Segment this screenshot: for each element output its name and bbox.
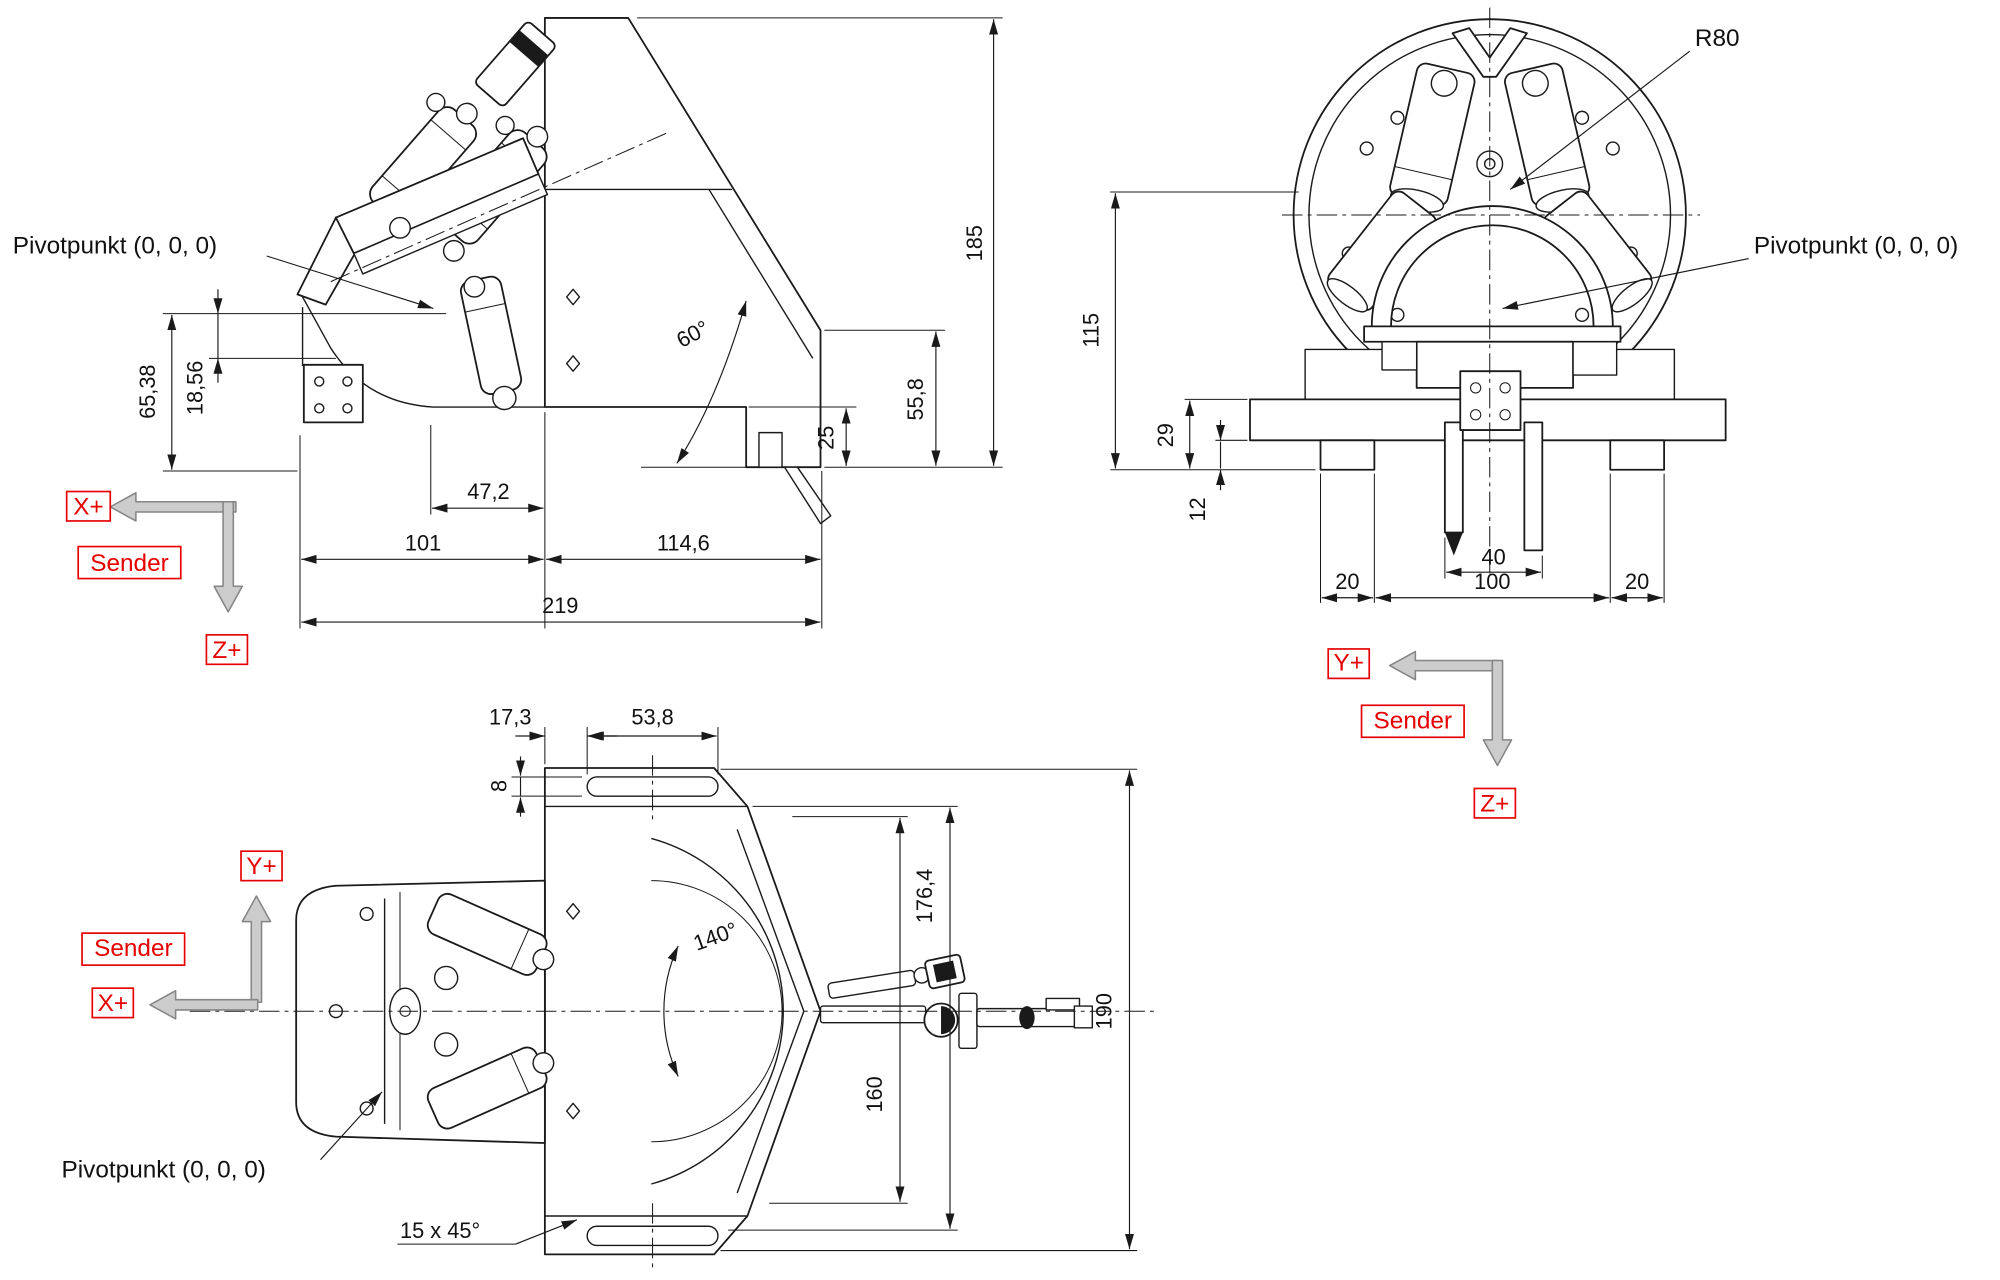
side-pivot-label: Pivotpunkt (0, 0, 0) bbox=[13, 232, 217, 259]
sender-label: Sender bbox=[94, 935, 173, 962]
dim-100: 100 bbox=[1474, 569, 1510, 594]
front-view-axes: Y+ Sender Z+ bbox=[1327, 648, 1517, 819]
sender-label: Sender bbox=[1374, 707, 1453, 734]
dim-176-4: 176,4 bbox=[912, 869, 937, 923]
y-axis-label: Y+ bbox=[1333, 650, 1363, 677]
dim-55-8: 55,8 bbox=[903, 378, 928, 420]
front-view-body bbox=[1249, 7, 1727, 574]
top-pivot-label: Pivotpunkt (0, 0, 0) bbox=[62, 1157, 266, 1184]
dim-101: 101 bbox=[405, 530, 441, 555]
dim-18-56: 18,56 bbox=[183, 361, 208, 415]
y-axis-box bbox=[1327, 648, 1371, 680]
top-view-dimensions: 17,3 53,8 8 140° 176,4 160 190 15 x 45° bbox=[397, 704, 1138, 1252]
side-view: 185 55,8 25 65,38 18,56 60° 47,2 101 114… bbox=[13, 17, 1003, 666]
x-axis-arrow-icon bbox=[109, 492, 237, 522]
y-axis-box bbox=[240, 850, 283, 882]
z-axis-label: Z+ bbox=[212, 637, 241, 664]
top-pivot-leader bbox=[320, 1091, 383, 1161]
dim-190: 190 bbox=[1092, 993, 1117, 1029]
side-view-body bbox=[543, 17, 832, 525]
sender-box bbox=[81, 932, 186, 966]
dim-20-right: 20 bbox=[1625, 569, 1649, 594]
top-view-mechanism bbox=[295, 879, 555, 1144]
front-view-dimensions: 115 29 12 40 20 100 20 bbox=[1079, 191, 1665, 603]
y-axis-arrow-icon bbox=[1388, 650, 1499, 681]
dim-47-2: 47,2 bbox=[467, 479, 509, 504]
side-view-mechanism bbox=[296, 21, 667, 424]
dim-160: 160 bbox=[862, 1076, 887, 1112]
chamfer-note: 15 x 45° bbox=[400, 1218, 480, 1243]
x-axis-label: X+ bbox=[98, 990, 128, 1017]
dim-53-8: 53,8 bbox=[631, 704, 673, 729]
front-pivot-label: Pivotpunkt (0, 0, 0) bbox=[1754, 232, 1958, 259]
front-pivot-leader bbox=[1502, 257, 1749, 310]
top-view-axes: Y+ Sender X+ bbox=[81, 850, 283, 1020]
dim-12: 12 bbox=[1185, 497, 1210, 521]
side-pivot-leader bbox=[266, 255, 434, 310]
z-axis-arrow-icon bbox=[1482, 659, 1513, 767]
y-axis-arrow-icon bbox=[241, 895, 272, 1004]
dim-8: 8 bbox=[486, 780, 511, 792]
side-view-dimensions: 185 55,8 25 65,38 18,56 60° 47,2 101 114… bbox=[135, 17, 1003, 629]
dim-219: 219 bbox=[542, 593, 578, 618]
sender-label: Sender bbox=[90, 550, 169, 577]
dim-29: 29 bbox=[1153, 423, 1178, 447]
z-axis-label: Z+ bbox=[1480, 791, 1509, 818]
r80-leader bbox=[1509, 50, 1691, 190]
dim-40: 40 bbox=[1481, 544, 1505, 569]
x-axis-box bbox=[91, 987, 135, 1019]
sender-box bbox=[77, 545, 182, 580]
dim-17-3: 17,3 bbox=[489, 704, 531, 729]
x-axis-box bbox=[65, 490, 112, 522]
top-view-probe-arm bbox=[819, 953, 1094, 1050]
dim-20-left: 20 bbox=[1335, 569, 1359, 594]
z-axis-box bbox=[205, 634, 249, 666]
sender-box bbox=[1360, 704, 1465, 739]
r80-label: R80 bbox=[1695, 25, 1740, 52]
dim-65-38: 65,38 bbox=[135, 364, 160, 418]
x-axis-label: X+ bbox=[73, 494, 103, 521]
side-view-axes: X+ Sender Z+ bbox=[65, 490, 249, 666]
dim-114-6: 114,6 bbox=[657, 530, 710, 555]
dim-25: 25 bbox=[813, 426, 838, 450]
y-axis-label: Y+ bbox=[246, 853, 276, 880]
front-view: 115 29 12 40 20 100 20 R80 Pivotpunkt (0… bbox=[1079, 7, 1958, 819]
dim-115: 115 bbox=[1079, 313, 1104, 348]
dim-185: 185 bbox=[962, 225, 987, 261]
z-axis-box bbox=[1473, 787, 1517, 819]
z-axis-arrow-icon bbox=[213, 500, 244, 613]
top-view: 17,3 53,8 8 140° 176,4 160 190 15 x 45° … bbox=[62, 704, 1154, 1268]
x-axis-arrow-icon bbox=[149, 989, 259, 1020]
